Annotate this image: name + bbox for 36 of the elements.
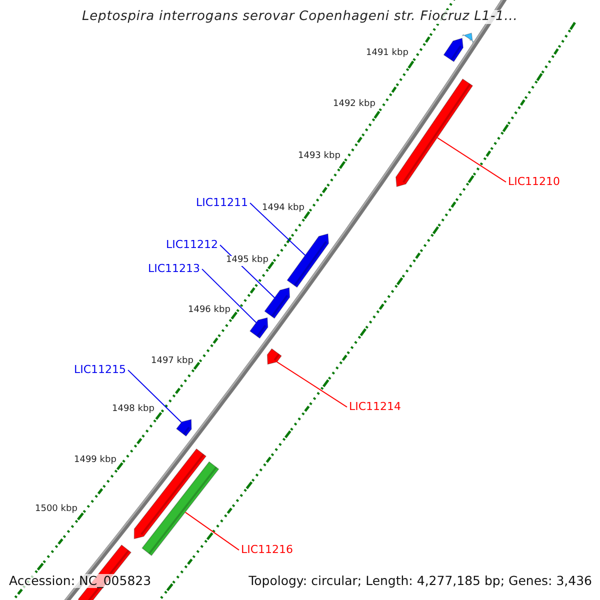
scale-label: 1496 kbp xyxy=(188,306,230,316)
scale-label: 1493 kbp xyxy=(298,152,340,162)
scale-label: 1498 kbp xyxy=(112,405,154,415)
scale-label: 1494 kbp xyxy=(262,204,304,214)
gene-bar xyxy=(142,461,220,556)
gene-label: LIC11214 xyxy=(349,401,402,414)
scale-label: 1495 kbp xyxy=(226,256,268,266)
gene-label: LIC11213 xyxy=(148,263,200,276)
scale-label: 1497 kbp xyxy=(151,357,194,367)
gene-bar xyxy=(395,78,474,188)
leader-line xyxy=(184,512,240,551)
scale-label: 1491 kbp xyxy=(366,49,408,59)
leader-line xyxy=(202,268,257,324)
gene-label: LIC11215 xyxy=(74,364,126,376)
accession-text: Accession: NC_005823 xyxy=(9,574,152,588)
gene-label: LIC11212 xyxy=(166,239,218,252)
leader-line xyxy=(250,202,306,256)
scale-label: 1492 kbp xyxy=(333,100,376,110)
gene-label: LIC11210 xyxy=(508,176,560,188)
scale-label: 1500 kbp xyxy=(35,505,78,515)
gene-bar xyxy=(462,32,474,44)
gene-label: LIC11216 xyxy=(241,544,294,556)
gene-bar xyxy=(249,317,268,339)
gene-bar xyxy=(264,287,290,319)
gene-bar xyxy=(134,448,207,540)
scale-label: 1499 kbp xyxy=(74,456,116,466)
leader-line xyxy=(128,370,182,423)
gene-label: LIC11211 xyxy=(196,197,248,210)
gene-bar xyxy=(266,348,282,365)
leader-line xyxy=(276,361,348,408)
gene-bar xyxy=(443,38,464,62)
leader-line xyxy=(437,137,506,183)
title: Leptospira interrogans serovar Copenhageni str. Fiocruz L1-1... xyxy=(82,10,518,24)
gene-bar xyxy=(176,418,192,437)
gene-bar xyxy=(286,233,329,288)
genome-summary: Topology: circular; Length: 4,277,185 bp; Genes: 3,436 xyxy=(248,574,592,588)
